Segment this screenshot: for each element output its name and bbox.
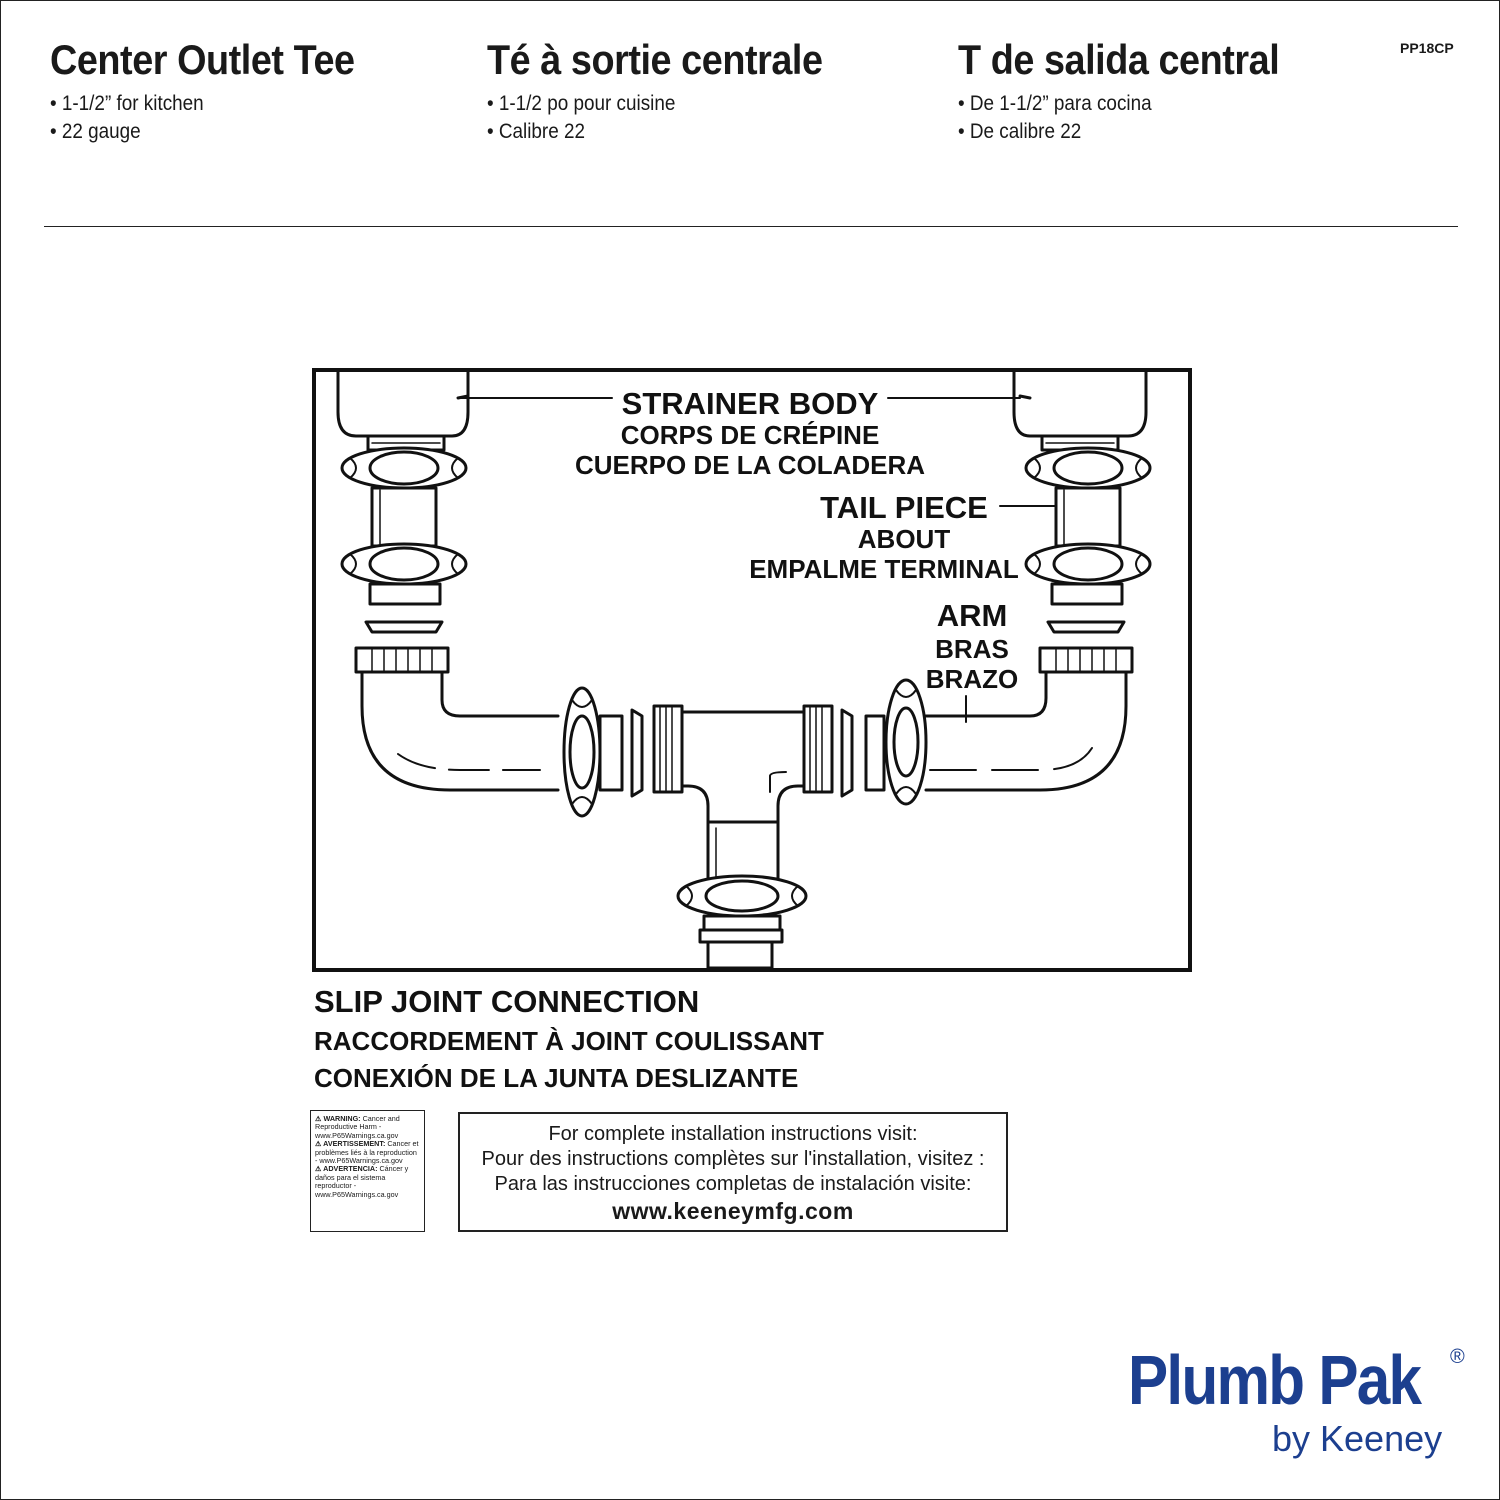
slip-joint-en: SLIP JOINT CONNECTION <box>314 984 700 1019</box>
spec-size-english: • 1-1/2” for kitchen <box>50 92 204 115</box>
slip-joint-caption: SLIP JOINT CONNECTION RACCORDEMENT À JOI… <box>314 984 824 1094</box>
warning-en: ⚠ WARNING: Cancer and Reproductive Harm … <box>315 1114 400 1140</box>
instructions-url-link[interactable]: www.keeneymfg.com <box>612 1198 854 1224</box>
spec-size-french: • 1-1/2 po pour cuisine <box>487 92 676 115</box>
label-tail-piece-fr: ABOUT <box>857 524 951 554</box>
label-strainer-body-fr: CORPS DE CRÉPINE <box>620 420 880 450</box>
instructions-fr: Pour des instructions complètes sur l'in… <box>481 1148 985 1170</box>
title-spanish: T de salida central <box>958 36 1280 83</box>
sku-code: PP18CP <box>1400 40 1454 56</box>
spec-gauge-spanish: • De calibre 22 <box>958 120 1082 143</box>
slip-joint-fr: RACCORDEMENT À JOINT COULISSANT <box>314 1026 824 1056</box>
prop65-warning-box: ⚠ WARNING: Cancer and Reproductive Harm … <box>310 1110 425 1232</box>
header-english: Center Outlet Tee • 1-1/2” for kitchen •… <box>50 36 388 144</box>
label-arm-es: BRAZO <box>925 664 1019 694</box>
spec-size-spanish: • De 1-1/2” para cocina <box>958 92 1152 115</box>
header-divider <box>44 226 1458 227</box>
header-spanish: T de salida central • De 1-1/2” para coc… <box>958 36 1315 144</box>
label-strainer-body-en: STRAINER BODY <box>621 386 879 421</box>
logo-brand-name: Plumb Pak <box>1128 1341 1422 1419</box>
label-arm-en: ARM <box>936 598 1008 633</box>
title-english: Center Outlet Tee <box>50 36 355 83</box>
label-tail-piece-es: EMPALME TERMINAL <box>749 554 1019 584</box>
registered-mark: ® <box>1450 1346 1465 1368</box>
warning-fr: ⚠ AVERTISSEMENT: Cancer et problèmes lié… <box>315 1139 419 1166</box>
title-french: Té à sortie centrale <box>487 36 823 83</box>
warning-es: ⚠ ADVERTENCIA: Cáncer y daños para el si… <box>315 1164 409 1199</box>
instructions-box: For complete installation instructions v… <box>458 1112 1008 1232</box>
plumbing-illustration <box>336 372 1152 968</box>
label-arm-fr: BRAS <box>935 634 1009 664</box>
header-french: Té à sortie centrale • 1-1/2 po pour cui… <box>487 36 860 144</box>
plumbpak-logo: Plumb Pak ® by Keeney <box>1128 1341 1468 1459</box>
instructions-es: Para las instrucciones completas de inst… <box>494 1173 972 1195</box>
logo-by-keeney: by Keeney <box>1272 1418 1443 1459</box>
instructions-en: For complete installation instructions v… <box>548 1123 918 1145</box>
slip-joint-es: CONEXIÓN DE LA JUNTA DESLIZANTE <box>314 1063 799 1093</box>
label-strainer-body-es: CUERPO DE LA COLADERA <box>574 450 926 480</box>
assembly-diagram: STRAINER BODY CORPS DE CRÉPINE CUERPO DE… <box>312 368 1192 972</box>
spec-gauge-french: • Calibre 22 <box>487 120 586 143</box>
spec-gauge-english: • 22 gauge <box>50 120 141 143</box>
label-tail-piece-en: TAIL PIECE <box>820 490 988 525</box>
